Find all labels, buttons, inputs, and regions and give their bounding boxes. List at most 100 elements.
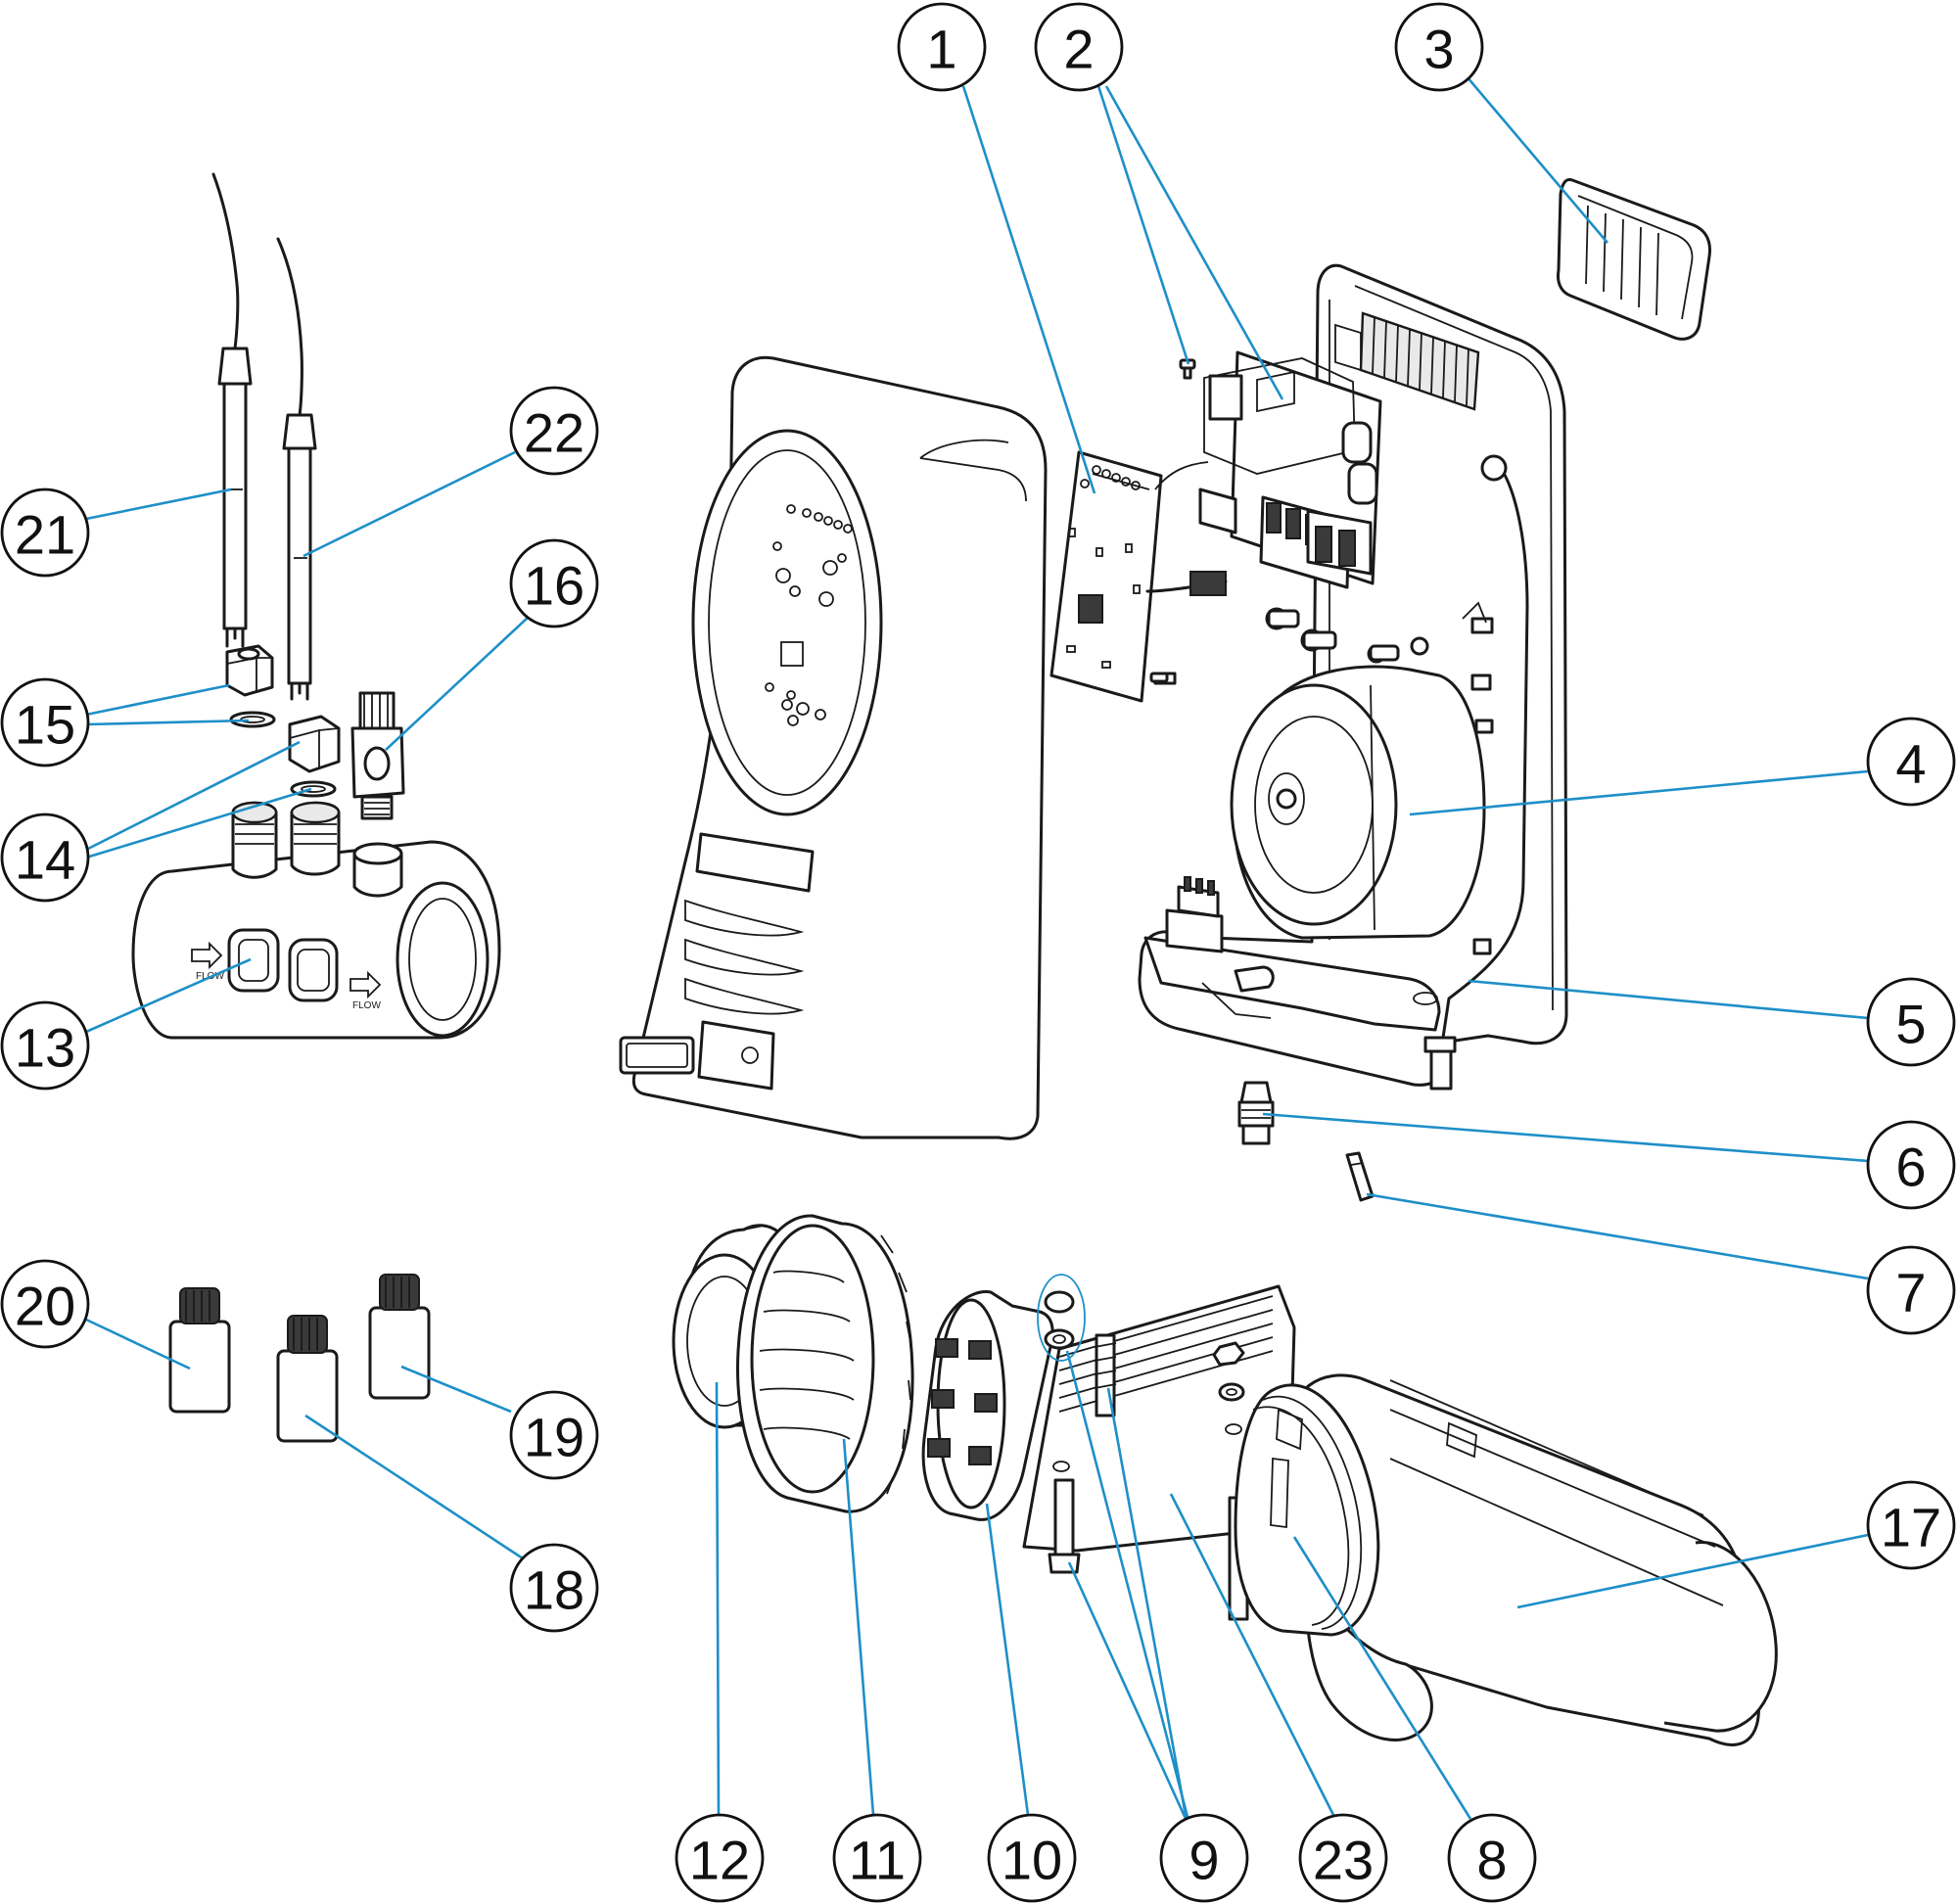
leader-line-18 <box>304 1414 524 1560</box>
leader-line-17 <box>1516 1533 1869 1609</box>
leader-line-10 <box>985 1503 1030 1816</box>
nut-15 <box>225 644 276 728</box>
callout-4: 4 <box>1866 717 1956 807</box>
front-panel-dots <box>765 504 853 726</box>
svg-text:2: 2 <box>1063 19 1094 80</box>
svg-text:6: 6 <box>1895 1137 1926 1198</box>
leader-line-8 <box>1292 1536 1472 1820</box>
fuse-7 <box>1345 1151 1375 1202</box>
nut-14 <box>288 715 341 798</box>
svg-text:4: 4 <box>1895 733 1926 795</box>
leader-line-22 <box>303 450 516 558</box>
svg-text:13: 13 <box>15 1017 75 1079</box>
callout-6: 6 <box>1866 1120 1956 1210</box>
svg-text:3: 3 <box>1423 19 1454 80</box>
callout-13: 13 <box>0 1000 90 1091</box>
callout-2: 2 <box>1034 2 1124 92</box>
callout-12: 12 <box>675 1813 765 1903</box>
callout-17: 17 <box>1866 1480 1956 1570</box>
callout-3: 3 <box>1394 2 1484 92</box>
svg-text:20: 20 <box>15 1276 75 1337</box>
leader-line-9 <box>1106 1387 1189 1822</box>
leader-line-14 <box>85 740 301 852</box>
leader-line-4 <box>1409 769 1869 816</box>
svg-text:7: 7 <box>1895 1262 1926 1324</box>
transformer-4 <box>1230 665 1486 940</box>
callout-14: 14 <box>0 813 90 903</box>
callout-16: 16 <box>509 538 599 628</box>
bottle-18 <box>276 1315 339 1443</box>
leader-lines <box>85 75 1869 1822</box>
svg-text:19: 19 <box>524 1407 584 1468</box>
vent-grille-3 <box>1557 178 1711 341</box>
bottle-20 <box>168 1287 231 1414</box>
leader-line-2 <box>1104 85 1284 400</box>
cable-gland-6 <box>1237 1081 1275 1145</box>
svg-text:21: 21 <box>15 504 75 566</box>
callout-10: 10 <box>987 1813 1077 1903</box>
svg-text:8: 8 <box>1476 1830 1507 1891</box>
svg-text:1: 1 <box>926 19 956 80</box>
callout-22: 22 <box>509 386 599 476</box>
o-ring-8 <box>1234 1383 1380 1637</box>
callout-21: 21 <box>0 488 90 578</box>
leader-line-20 <box>85 1318 191 1370</box>
callout-23: 23 <box>1298 1813 1388 1903</box>
svg-text:16: 16 <box>524 555 584 617</box>
svg-text:5: 5 <box>1895 994 1926 1055</box>
callout-15: 15 <box>0 677 90 767</box>
callout-5: 5 <box>1866 977 1956 1067</box>
cell-body-17 <box>1286 1373 1778 1746</box>
leader-line-3 <box>1466 75 1608 244</box>
svg-text:11: 11 <box>849 1830 906 1891</box>
callout-20: 20 <box>0 1259 90 1349</box>
leader-line-11 <box>842 1438 875 1816</box>
callout-7: 7 <box>1866 1245 1956 1335</box>
svg-text:12: 12 <box>689 1830 750 1891</box>
leader-line-23 <box>1169 1493 1335 1816</box>
leader-line-1 <box>961 85 1096 494</box>
callout-8: 8 <box>1447 1813 1537 1903</box>
leader-line-14 <box>85 787 312 859</box>
callout-1: 1 <box>897 2 987 92</box>
bottle-19 <box>368 1274 431 1400</box>
flow-switch-16 <box>350 691 405 820</box>
leader-line-6 <box>1262 1112 1869 1163</box>
svg-text:23: 23 <box>1313 1830 1374 1891</box>
fasteners-9 <box>1037 1274 1249 1621</box>
screw-pcb-bottom <box>1149 672 1169 683</box>
svg-text:14: 14 <box>15 829 75 891</box>
callout-11: 11 <box>832 1813 922 1903</box>
leader-line-15 <box>85 683 230 717</box>
svg-text:15: 15 <box>15 694 75 756</box>
svg-text:22: 22 <box>524 402 584 464</box>
ring-nut-11 <box>736 1214 914 1513</box>
leader-line-5 <box>1468 979 1869 1020</box>
front-cover <box>619 355 1048 1140</box>
callout-9: 9 <box>1159 1813 1249 1903</box>
manifold-13: FLOW FLOW <box>131 801 501 1040</box>
heatsink <box>1334 311 1480 411</box>
probe-21 <box>211 172 253 648</box>
leader-line-2 <box>1096 85 1190 365</box>
svg-text:9: 9 <box>1189 1830 1219 1891</box>
callout-18: 18 <box>509 1543 599 1633</box>
svg-text:18: 18 <box>524 1559 584 1621</box>
electrode-head-10 <box>921 1290 1054 1521</box>
leader-line-21 <box>85 488 232 521</box>
leader-line-7 <box>1366 1192 1869 1280</box>
leader-line-9 <box>1067 1561 1189 1822</box>
leader-line-9 <box>1065 1350 1190 1822</box>
flow-mark-2: FLOW <box>352 1000 381 1011</box>
leader-line-19 <box>400 1365 512 1414</box>
leader-line-15 <box>85 719 250 726</box>
callout-19: 19 <box>509 1390 599 1480</box>
leader-line-12 <box>715 1381 721 1816</box>
svg-text:17: 17 <box>1881 1497 1941 1558</box>
leader-line-13 <box>85 957 252 1034</box>
electrode-terminals <box>927 1338 998 1465</box>
svg-text:10: 10 <box>1002 1830 1062 1891</box>
rear-housing <box>1138 263 1568 1091</box>
leader-line-16 <box>385 616 530 751</box>
